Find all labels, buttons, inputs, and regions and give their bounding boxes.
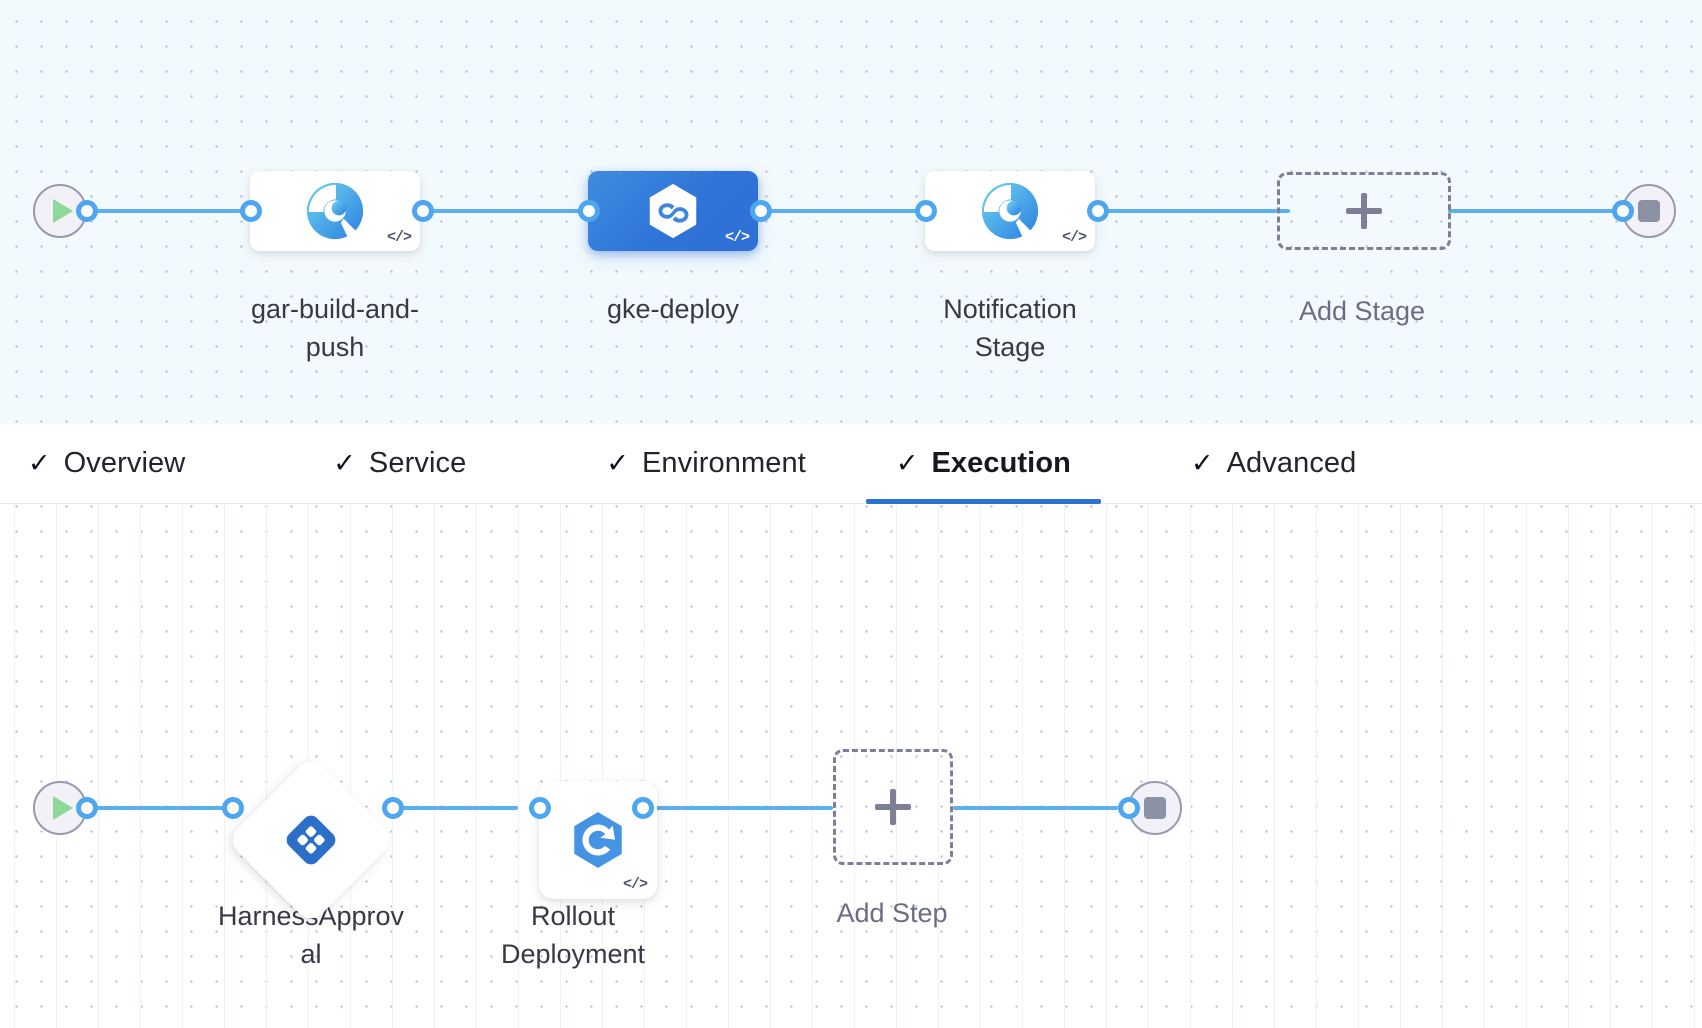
port-stage-3-out[interactable]: [1087, 200, 1109, 222]
stage-node-gke-deploy[interactable]: </>: [588, 171, 758, 251]
tab-environment[interactable]: ✓ Environment: [576, 424, 836, 503]
stage-node-notification-stage[interactable]: </>: [925, 171, 1095, 251]
tab-label: Advanced: [1226, 447, 1357, 479]
tab-label: Execution: [931, 447, 1071, 479]
stage-yaml-badge[interactable]: </>: [386, 229, 412, 246]
stage-label-gke-deploy: gke-deploy: [606, 294, 740, 324]
connector-step-2-to-add: [638, 806, 833, 810]
connector-add-to-end: [1448, 209, 1618, 213]
connector-step-1-to-step-2: [388, 806, 518, 810]
harness-ci-build-icon: [306, 182, 364, 240]
add-step-button[interactable]: [833, 749, 953, 865]
port-step-1-in[interactable]: [222, 797, 244, 819]
port-step-2-out[interactable]: [632, 797, 654, 819]
execution-end-node[interactable]: [1128, 781, 1182, 835]
connector-stage-1-to-stage-2: [418, 209, 583, 213]
add-stage-label: Add Stage: [1298, 296, 1426, 326]
tab-overview[interactable]: ✓ Overview: [0, 424, 215, 503]
play-icon: [53, 796, 73, 820]
add-step-label: Add Step: [836, 898, 948, 928]
port-exec-end-in[interactable]: [1118, 797, 1140, 819]
connector-start-to-stage-1: [80, 209, 245, 213]
stage-config-tabs[interactable]: ✓ Overview ✓ Service ✓ Environment ✓ Exe…: [0, 424, 1702, 504]
step-label-rollout-deployment: Rollout Deployment: [500, 901, 646, 969]
add-stage-button[interactable]: [1277, 172, 1451, 250]
execution-graph-canvas[interactable]: HarnessApprov al </> Rollout Deployment …: [0, 504, 1702, 1028]
tab-label: Environment: [641, 447, 806, 479]
stop-icon: [1144, 797, 1166, 819]
check-icon: ✓: [606, 448, 629, 478]
stage-label-gar-build-and-push: gar-build-and- push: [250, 294, 420, 362]
harness-cd-deploy-icon: [649, 183, 697, 239]
kubernetes-rollout-icon: [574, 812, 622, 868]
harness-ci-build-icon: [981, 182, 1039, 240]
port-step-2-in[interactable]: [529, 797, 551, 819]
stage-node-gar-build-and-push[interactable]: </>: [250, 171, 420, 251]
stage-label-notification-stage: Notification Stage: [943, 294, 1077, 362]
stop-icon: [1638, 200, 1660, 222]
stage-graph-canvas[interactable]: </> gar-build-and- push </> gke-deploy <…: [0, 0, 1702, 424]
tab-label: Service: [368, 447, 467, 479]
port-stage-1-in[interactable]: [240, 200, 262, 222]
check-icon: ✓: [895, 448, 919, 478]
connector-stage-2-to-stage-3: [755, 209, 920, 213]
port-end-in[interactable]: [1612, 200, 1634, 222]
port-stage-3-in[interactable]: [915, 200, 937, 222]
step-yaml-badge[interactable]: </>: [622, 876, 648, 893]
check-icon: ✓: [28, 448, 51, 478]
port-exec-start-out[interactable]: [76, 797, 98, 819]
tab-service[interactable]: ✓ Service: [303, 424, 496, 503]
connector-exec-start-to-step-1: [80, 806, 230, 810]
stage-yaml-badge[interactable]: </>: [724, 229, 750, 246]
port-start-out[interactable]: [76, 200, 98, 222]
port-stage-2-in[interactable]: [578, 200, 600, 222]
tab-advanced[interactable]: ✓ Advanced: [1161, 424, 1386, 503]
check-icon: ✓: [333, 448, 356, 478]
play-icon: [53, 199, 73, 223]
check-icon: ✓: [1190, 448, 1214, 478]
plus-icon: [1346, 193, 1382, 229]
stage-yaml-badge[interactable]: </>: [1061, 229, 1087, 246]
connector-stage-3-to-add: [1092, 209, 1290, 213]
connector-add-to-exec-end: [953, 806, 1118, 810]
port-stage-1-out[interactable]: [412, 200, 434, 222]
port-step-1-out[interactable]: [382, 797, 404, 819]
tab-label: Overview: [63, 447, 186, 479]
tab-execution[interactable]: ✓ Execution: [865, 424, 1102, 504]
pipeline-end-node[interactable]: [1622, 184, 1676, 238]
plus-icon: [875, 789, 911, 825]
port-stage-2-out[interactable]: [750, 200, 772, 222]
